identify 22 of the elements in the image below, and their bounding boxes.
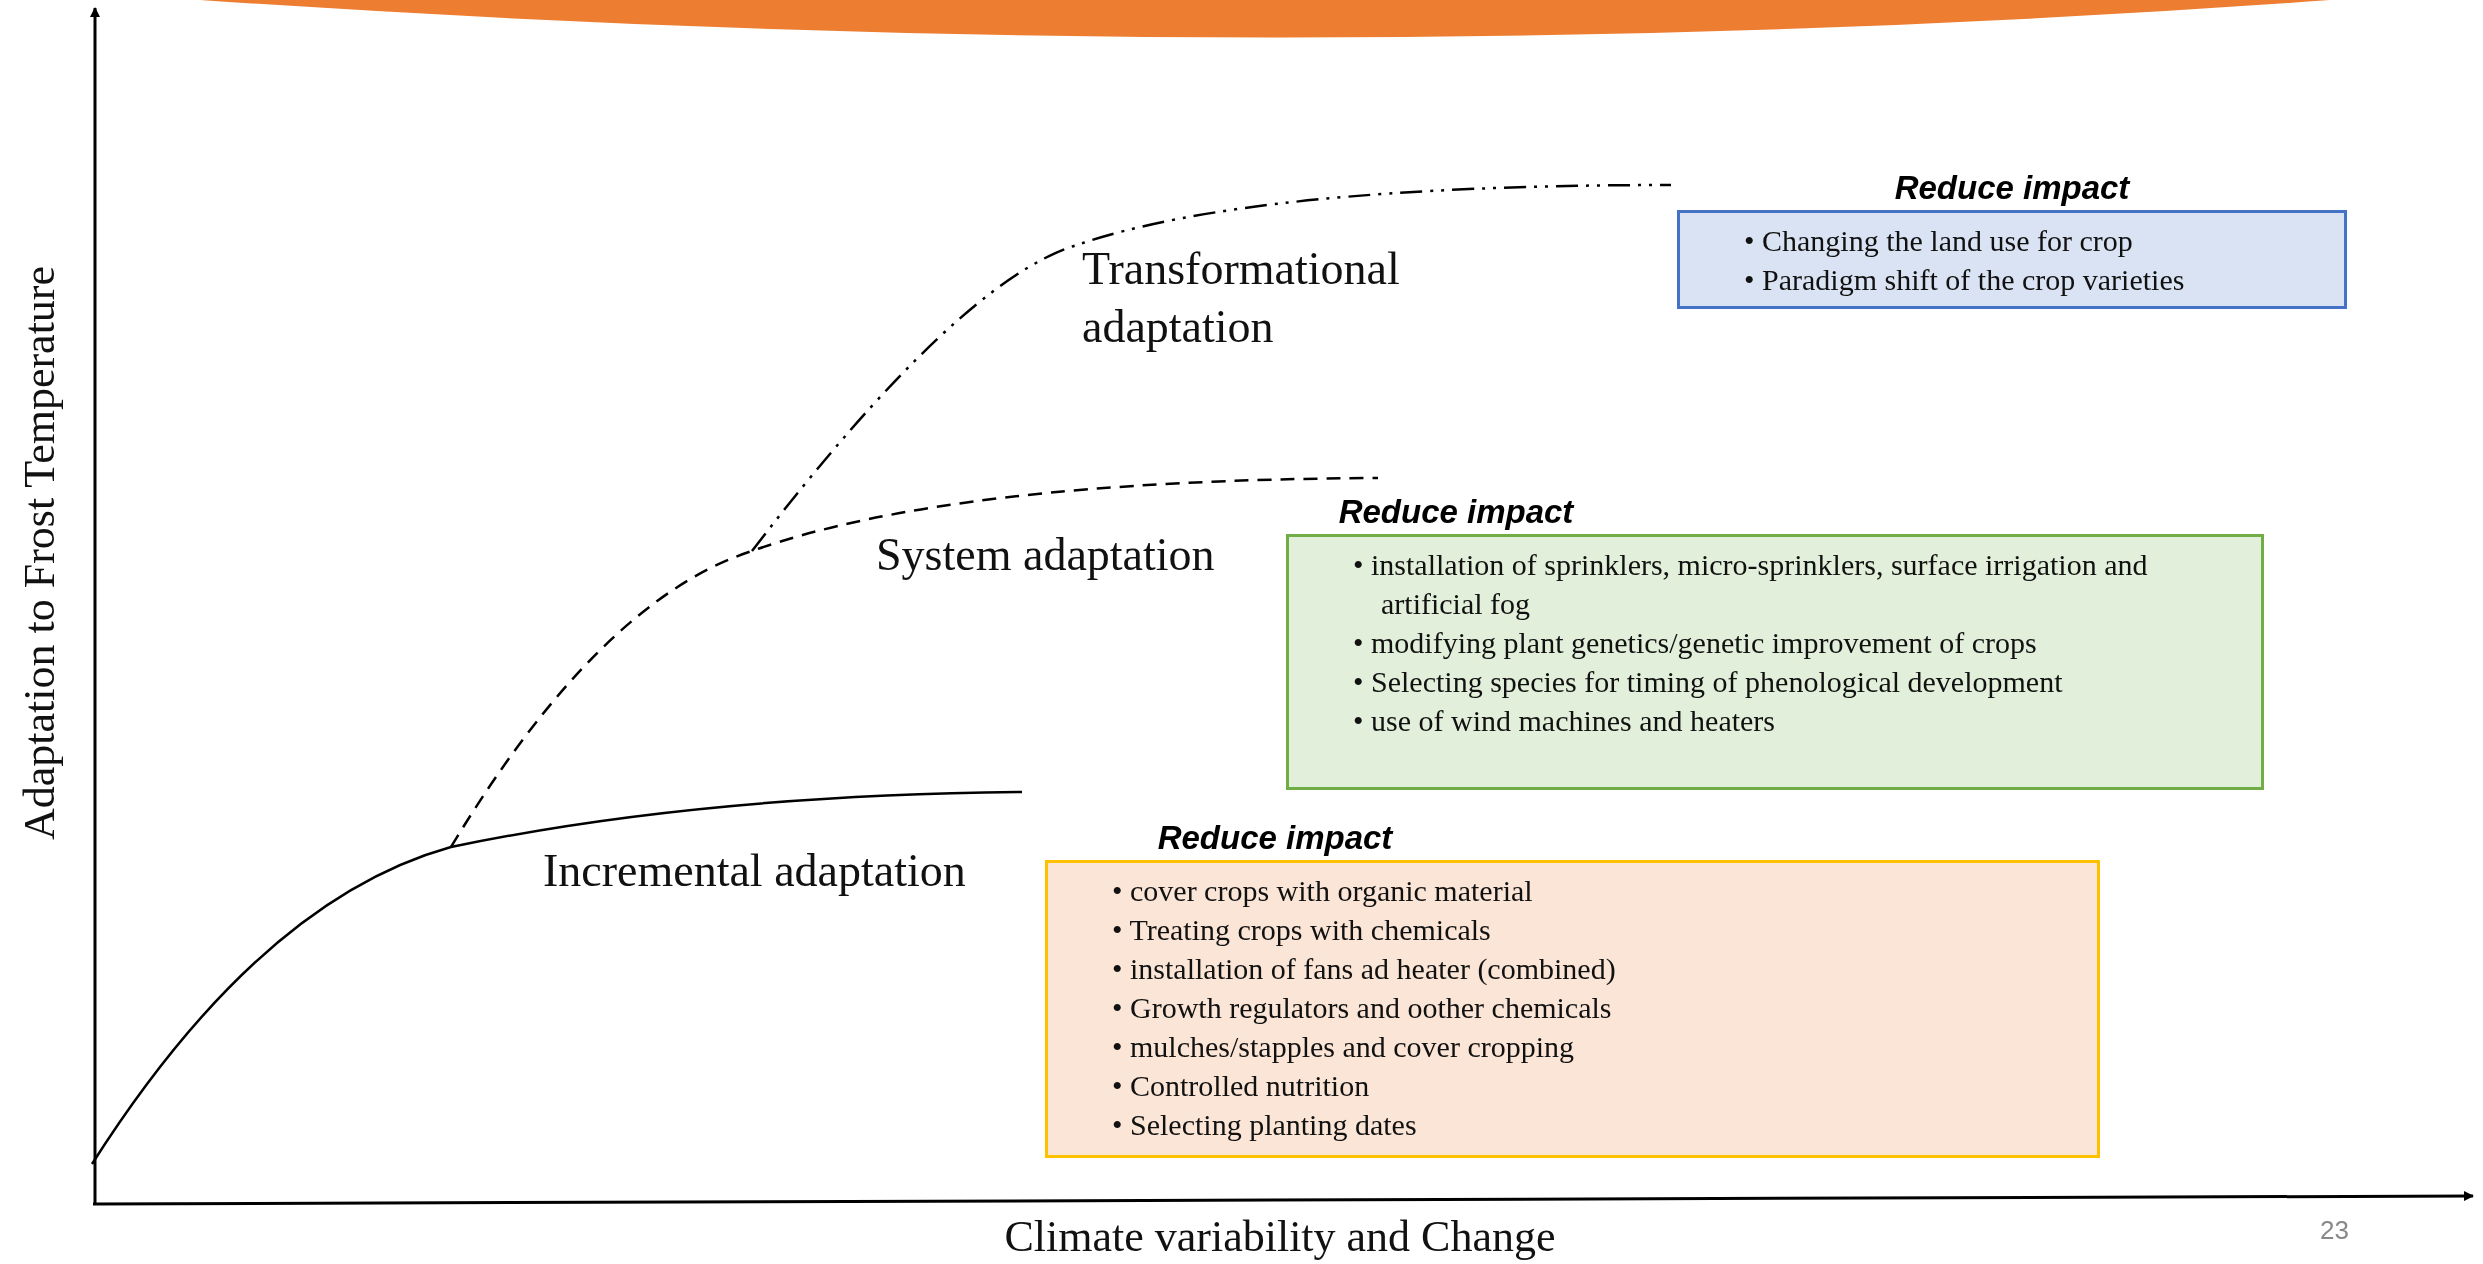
box-heading: Reduce impact: [1337, 492, 1576, 532]
bullet-item: • Selecting species for timing of phenological development: [1353, 664, 2064, 700]
bullet-item: • Growth regulators and oother chemicals: [1112, 990, 1613, 1026]
bullet-item: • installation of sprinklers, micro-sprinklers, surface irrigation and artificial fog: [1353, 547, 2149, 622]
curve-label: Incremental adaptation: [543, 844, 967, 898]
bullet-item: • Treating crops with chemicals: [1112, 912, 1492, 948]
box-heading: Reduce impact: [1156, 818, 1395, 858]
bullet-item: • cover crops with organic material: [1112, 873, 1534, 909]
axis-title: Adaptation to Frost Temperature: [14, 264, 65, 843]
bullet-item: • Paradigm shift of the crop varieties: [1744, 262, 2186, 298]
page-number: 23: [2320, 1215, 2350, 1246]
bullet-item: • Controlled nutrition: [1112, 1068, 1371, 1104]
bullet-item: • modifying plant genetics/genetic improvement of crops: [1353, 625, 2038, 661]
curve-label: Transformational adaptation: [1082, 242, 1401, 354]
bullet-item: • installation of fans ad heater (combined): [1112, 951, 1617, 987]
bullet-item: • use of wind machines and heaters: [1353, 703, 1777, 739]
axis-title: Climate variability and Change: [1003, 1211, 1557, 1263]
curve-label: System adaptation: [876, 528, 1216, 582]
bullet-item: • Changing the land use for crop: [1744, 223, 2134, 259]
bullet-item: • mulches/stapples and cover cropping: [1112, 1029, 1576, 1065]
bullet-item: • Selecting planting dates: [1112, 1107, 1418, 1143]
box-heading: Reduce impact: [1893, 168, 2132, 208]
